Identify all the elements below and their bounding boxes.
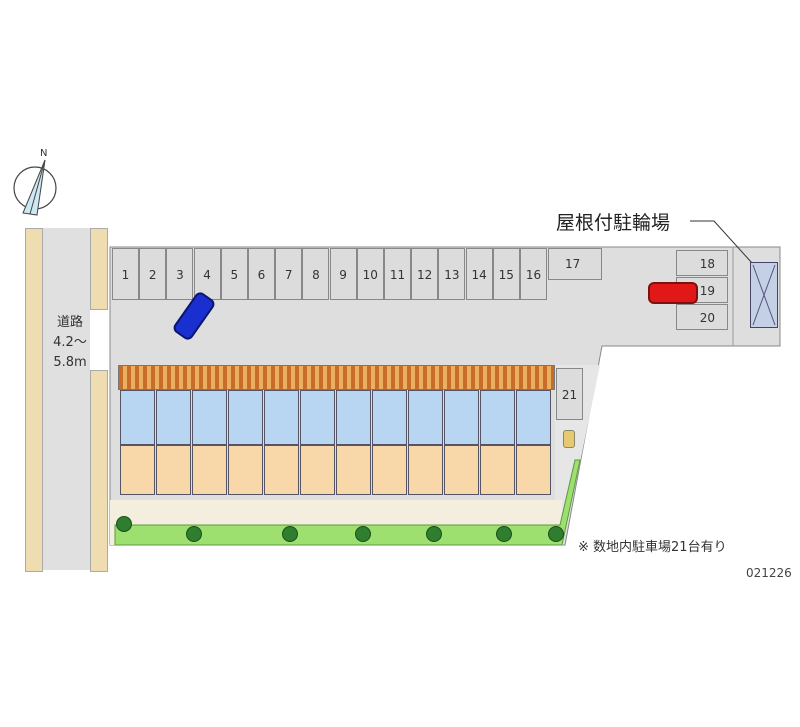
road [43,228,90,570]
unit-entrance [444,390,479,445]
parking-space-21: 21 [556,368,583,420]
apartment-unit [480,390,515,495]
road-width-1: 4.2～ [53,335,87,350]
tree-icon [186,526,202,542]
car-red-icon [648,282,698,304]
bicycle-parking-label: 屋根付駐輪場 [556,212,671,234]
unit-room [156,445,191,495]
apartment-unit [372,390,407,495]
apartment-unit [408,390,443,495]
unit-room [516,445,551,495]
parking-space-3: 3 [166,248,194,300]
road-width-2: 5.8m [53,355,87,370]
bicycle-shelter-cross-icon [752,264,776,326]
unit-room [480,445,515,495]
apartment-unit [516,390,551,495]
tree-icon [355,526,371,542]
unit-entrance [120,390,155,445]
unit-entrance [336,390,371,445]
road-shoulder-left [25,228,43,572]
unit-entrance [192,390,227,445]
property-code: 021226 [746,566,792,580]
parking-space-15: 15 [492,248,520,300]
unit-entrance [372,390,407,445]
unit-room [264,445,299,495]
unit-room [372,445,407,495]
sidewalk-bottom [90,370,108,572]
parking-note: ※ 数地内駐車場21台有り [578,540,727,555]
parking-space-18: 18 [676,250,728,276]
parking-space-17: 17 [548,248,602,280]
unit-entrance [156,390,191,445]
unit-room [228,445,263,495]
unit-entrance [228,390,263,445]
unit-entrance [264,390,299,445]
road-label: 道路 4.2～ 5.8m [48,313,92,373]
unit-entrance [516,390,551,445]
apartment-unit [192,390,227,495]
parking-space-14: 14 [465,248,493,300]
unit-room [444,445,479,495]
trash-bin-icon [563,430,575,448]
parking-space-12: 12 [411,248,439,300]
parking-space-6: 6 [248,248,275,300]
parking-space-10: 10 [356,248,384,300]
unit-room [336,445,371,495]
unit-room [120,445,155,495]
parking-space-7: 7 [275,248,303,300]
unit-room [408,445,443,495]
road-name: 道路 [56,315,83,330]
apartment-unit [300,390,335,495]
parking-space-9: 9 [329,248,357,300]
apartment-unit [156,390,191,495]
parking-space-2: 2 [139,248,167,300]
parking-space-5: 5 [220,248,248,300]
parking-space-1: 1 [112,248,139,300]
unit-entrance [300,390,335,445]
bicycle-shelter [750,262,778,328]
parking-space-11: 11 [384,248,411,300]
parking-space-13: 13 [438,248,466,300]
tree-icon [496,526,512,542]
hedge [118,365,555,390]
compass-icon [13,159,57,216]
unit-room [300,445,335,495]
parking-space-16: 16 [520,248,547,300]
unit-entrance [408,390,443,445]
tree-icon [426,526,442,542]
tree-icon [282,526,298,542]
apartment-unit [120,390,155,495]
apartment-unit [228,390,263,495]
tree-icon [548,526,564,542]
compass-north-label: N [40,148,48,159]
parking-space-20: 20 [676,304,728,330]
unit-entrance [480,390,515,445]
sidewalk-top [90,228,108,310]
parking-space-8: 8 [302,248,330,300]
tree-icon [116,516,132,532]
unit-room [192,445,227,495]
apartment-unit [264,390,299,495]
apartment-unit [336,390,371,495]
apartment-unit [444,390,479,495]
